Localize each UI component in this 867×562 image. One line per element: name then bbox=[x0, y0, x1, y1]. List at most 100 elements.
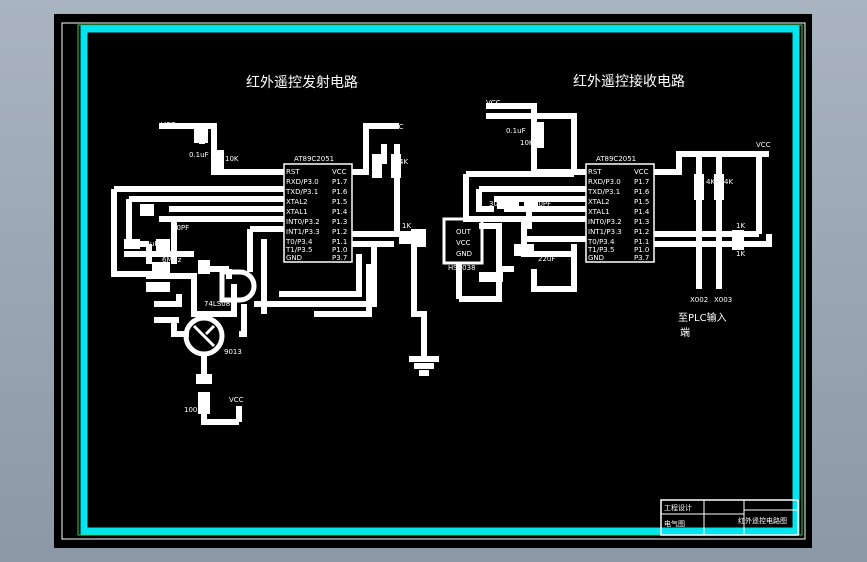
cap-label: 30PF bbox=[534, 200, 551, 208]
crystal-label: 6MHz bbox=[162, 256, 182, 264]
title-row2: 电气图 bbox=[664, 519, 685, 528]
receiver-chip[interactable] bbox=[585, 163, 655, 263]
transistor-9013[interactable] bbox=[183, 315, 225, 357]
pin-right: P1.5 bbox=[634, 198, 649, 206]
pin-right: P1.6 bbox=[332, 188, 348, 196]
transmitter-chip-pins-left: RST RXD/P3.0 TXD/P3.1 XTAL2 XTAL1 INT0/P… bbox=[285, 168, 320, 262]
res-label: 4K bbox=[399, 158, 408, 166]
wire bbox=[654, 151, 769, 175]
receiver-title: 红外遥控接收电路 bbox=[573, 73, 685, 90]
capacitor-30pf[interactable] bbox=[156, 239, 170, 251]
wire bbox=[486, 113, 577, 172]
vcc-label: VCC bbox=[756, 141, 771, 149]
transmitter-chip-label: AT89C2051 bbox=[294, 155, 334, 163]
title-row1: 工程设计 bbox=[664, 503, 692, 512]
vcc-label: VCC bbox=[456, 239, 471, 247]
ir-receiver-module[interactable] bbox=[442, 217, 484, 265]
transistor-symbol bbox=[192, 324, 216, 348]
resistor-10k[interactable] bbox=[214, 150, 224, 174]
resistor-1k[interactable] bbox=[732, 230, 744, 240]
receiver-circuit: AT89C2051 RST RXD/P3.0 TXD/P3.1 XTAL2 XT… bbox=[442, 99, 772, 339]
pin-left: T0/P3.4 bbox=[587, 238, 615, 246]
res-label: 4K bbox=[706, 178, 715, 186]
pin-right: P1.4 bbox=[332, 208, 348, 216]
pin-left: T1/P3.5 bbox=[285, 246, 312, 254]
led-ir[interactable] bbox=[196, 374, 212, 384]
wire bbox=[654, 234, 772, 247]
res-label: 100 bbox=[184, 406, 197, 414]
pin-left: GND bbox=[286, 254, 302, 262]
pin-right: P1.4 bbox=[634, 208, 650, 216]
outer-frame bbox=[61, 22, 806, 540]
resistor-4k-b[interactable] bbox=[391, 154, 401, 178]
x002-label: X002 bbox=[690, 296, 708, 304]
pin-right: P1.2 bbox=[634, 228, 649, 236]
res-label: 1K bbox=[736, 222, 745, 230]
resistor-4k[interactable] bbox=[372, 154, 382, 178]
capacitor-22uf[interactable] bbox=[152, 262, 170, 274]
transmitter-chip[interactable] bbox=[283, 163, 353, 263]
gate-input[interactable] bbox=[198, 260, 210, 274]
wire bbox=[314, 264, 372, 317]
pin-left: XTAL1 bbox=[286, 208, 308, 216]
vcc-label: VCC bbox=[389, 123, 404, 131]
transmitter-title: 红外遥控发射电路 bbox=[246, 75, 358, 91]
pin-left: XTAL2 bbox=[588, 198, 610, 206]
resistor-10k[interactable] bbox=[534, 122, 544, 148]
pin-left: INT1/P3.3 bbox=[588, 228, 622, 236]
capacitor-30pf-b[interactable] bbox=[140, 204, 154, 216]
resistor-1k-b[interactable] bbox=[416, 229, 426, 247]
ground-block[interactable] bbox=[479, 272, 503, 282]
transistor-label: 9013 bbox=[224, 348, 242, 356]
out-label: OUT bbox=[456, 228, 472, 236]
pin-left: RXD/P3.0 bbox=[588, 178, 621, 186]
wire bbox=[352, 123, 399, 175]
resistor-4k[interactable] bbox=[694, 174, 704, 200]
pin-left: TXD/P3.1 bbox=[587, 188, 620, 196]
receiver-chip-label: AT89C2051 bbox=[596, 155, 636, 163]
pin-right: VCC bbox=[634, 168, 649, 176]
wire bbox=[406, 233, 427, 359]
pin-right: P1.3 bbox=[332, 218, 347, 226]
vcc-label: VCC bbox=[486, 99, 501, 107]
title-block: 工程设计 电气图 红外遥控电路图 bbox=[660, 499, 799, 536]
capacitor-01uf[interactable] bbox=[194, 129, 208, 143]
wire bbox=[476, 189, 494, 212]
pin-right: P1.7 bbox=[332, 178, 347, 186]
resistor-1k-b[interactable] bbox=[732, 240, 744, 250]
ic-label: 74LS08 bbox=[204, 300, 230, 308]
wire bbox=[254, 244, 377, 307]
cap-label: 0.1uF bbox=[189, 151, 209, 159]
plc-input-label: 至PLC输入 bbox=[678, 311, 727, 324]
resistor-4k-b[interactable] bbox=[714, 174, 724, 200]
crystal[interactable] bbox=[497, 199, 519, 209]
capacitor-22uf[interactable] bbox=[514, 244, 534, 256]
pin-left: XTAL1 bbox=[588, 208, 610, 216]
pin-right: VCC bbox=[332, 168, 347, 176]
res-label: 4K bbox=[724, 178, 733, 186]
transmitter-chip-pins-right: VCC P1.7 P1.6 P1.5 P1.4 P1.3 P1.2 P1.1 P… bbox=[332, 168, 348, 262]
and-gate-74ls08[interactable] bbox=[219, 269, 257, 303]
plc-input-label-2: 端 bbox=[680, 326, 690, 339]
pin-left: XTAL2 bbox=[286, 198, 308, 206]
pin-right: P1.1 bbox=[634, 238, 649, 246]
ground-block[interactable] bbox=[146, 282, 170, 292]
receiver-part-label: HS0038 bbox=[448, 264, 476, 272]
pin-left: TXD/P3.1 bbox=[285, 188, 318, 196]
pin-right: P1.0 bbox=[634, 246, 649, 254]
pin-left: RST bbox=[588, 168, 602, 176]
receiver-chip-pins-right: VCC P1.7 P1.6 P1.5 P1.4 P1.3 P1.2 P1.1 P… bbox=[634, 168, 650, 262]
capacitor-30pf[interactable] bbox=[524, 199, 538, 211]
green-border bbox=[77, 24, 803, 536]
pin-right: P1.1 bbox=[332, 238, 347, 246]
wire bbox=[111, 189, 154, 277]
crystal[interactable] bbox=[124, 239, 140, 249]
resistor-1k[interactable] bbox=[399, 232, 411, 244]
pin-left: T0/P3.4 bbox=[285, 238, 313, 246]
wire bbox=[531, 264, 577, 292]
resistor-100[interactable] bbox=[198, 392, 210, 414]
wire bbox=[239, 304, 247, 337]
x003-label: X003 bbox=[714, 296, 732, 304]
pin-right: P3.7 bbox=[634, 254, 649, 262]
pin-right: P1.7 bbox=[634, 178, 649, 186]
